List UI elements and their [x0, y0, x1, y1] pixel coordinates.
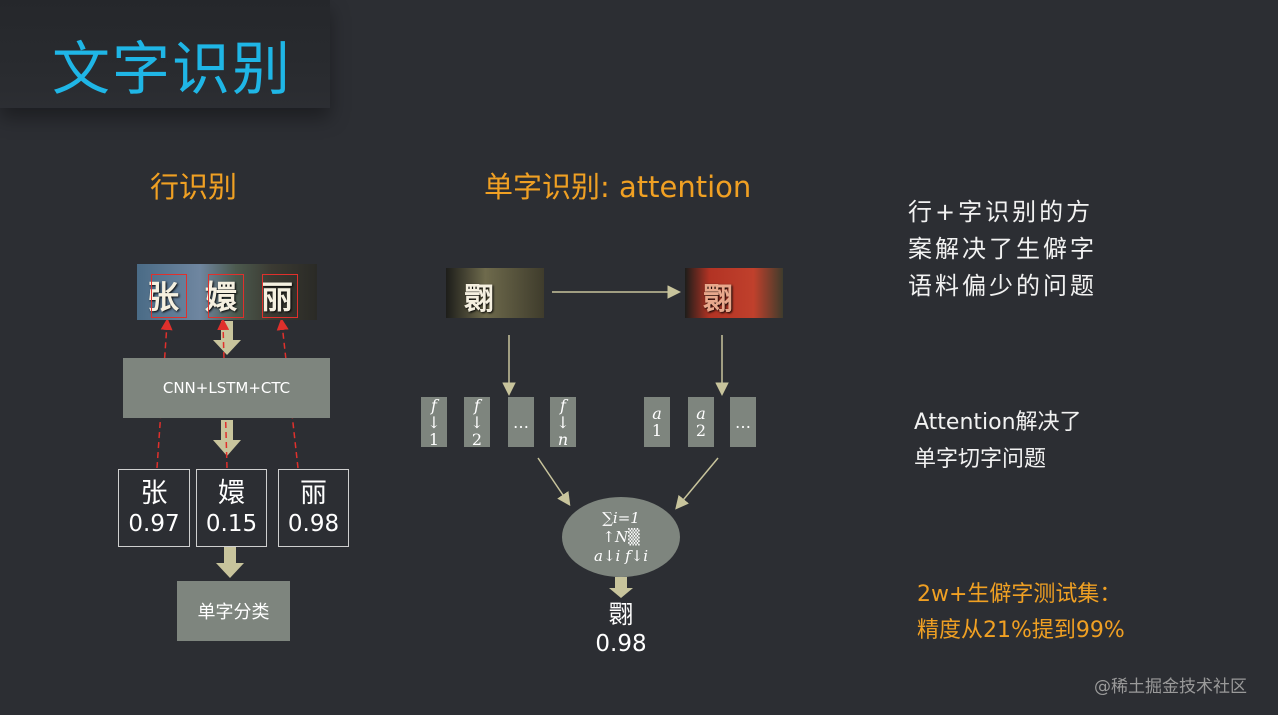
attention-result: 翾 0.98: [588, 600, 654, 658]
note-line: Attention解决了: [914, 410, 1082, 435]
line-recognition-heading: 行识别: [150, 170, 238, 204]
candidate-score: 0.98: [287, 511, 340, 537]
feature-index: 2: [471, 429, 483, 449]
result-char: 翾: [608, 600, 634, 629]
candidate-score: 0.15: [205, 511, 258, 537]
feature-index: 1: [428, 429, 440, 449]
candidate-char: 嬛: [218, 478, 245, 509]
slide-title: 文字识别: [52, 35, 293, 103]
feature-sym: f: [431, 395, 437, 415]
attention-sym: a: [652, 404, 662, 423]
classifier-box: 单字分类: [177, 581, 290, 641]
char-attention-image: 翾: [685, 268, 783, 318]
note-line: 精度从21%提到99%: [917, 618, 1125, 643]
title-bar: [0, 0, 330, 108]
note-accuracy: 2w+生僻字测试集： 精度从21%提到99%: [917, 577, 1125, 649]
attention-index: 1: [651, 421, 663, 440]
feature-arrow: ↓: [427, 412, 441, 432]
model-box: CNN+LSTM+CTC: [123, 358, 330, 418]
formula-line-3: a↓i f↓i: [594, 546, 648, 565]
result-score: 0.98: [595, 631, 647, 657]
char-recognition-heading: 单字识别: attention: [484, 170, 752, 204]
feature-sym: f: [474, 395, 480, 415]
note-attention: Attention解决了 单字切字问题: [914, 404, 1082, 478]
candidate-box-3: 丽 0.98: [278, 469, 349, 547]
feature-f2: f ↓ 2: [464, 395, 490, 449]
attention-sym: a: [696, 404, 706, 423]
candidate-score: 0.97: [128, 511, 180, 537]
feature-sym: f: [560, 395, 566, 415]
strip-char-2: 嬛: [205, 278, 238, 316]
char-bbox-3: [262, 274, 298, 318]
input-char: 翾: [464, 282, 494, 317]
thin-arrows: [502, 285, 729, 510]
attention-a2: a 2: [688, 397, 714, 447]
note-line: 行+字识别的方: [908, 198, 1094, 226]
note-hybrid-approach: 行+字识别的方 案解决了生僻字 语料偏少的问题: [908, 194, 1097, 305]
feature-arrow: ↓: [470, 412, 484, 432]
attention-index: …: [735, 412, 751, 432]
feature-f1: f ↓ 1: [421, 395, 447, 449]
formula-line-1: ∑i=1: [602, 508, 640, 527]
weighted-sum-ellipse: ∑i=1 ↑N▒ a↓i f↓i: [562, 497, 680, 577]
note-line: 2w+生僻字测试集：: [917, 582, 1122, 607]
char-input-image: 翾: [446, 268, 544, 318]
attention-ellipsis: …: [730, 397, 756, 447]
note-line: 案解决了生僻字: [908, 235, 1097, 263]
candidate-char: 张: [140, 478, 168, 509]
attention-a1: a 1: [644, 397, 670, 447]
candidate-box-1: 张 0.97: [118, 469, 190, 547]
attended-char: 翾: [703, 282, 733, 317]
note-line: 单字切字问题: [914, 447, 1047, 472]
feature-fn: f ↓ n: [550, 395, 576, 449]
feature-ellipsis: …: [508, 397, 534, 447]
strip-char-3: 丽: [261, 278, 294, 316]
candidate-char: 丽: [300, 478, 327, 509]
block-arrows: [213, 321, 633, 598]
char-bbox-1: [151, 274, 187, 318]
candidate-box-2: 嬛 0.15: [196, 469, 267, 547]
line-text-image: 张 嬛 丽: [137, 264, 317, 320]
watermark: @稀土掘金技术社区: [1094, 677, 1247, 697]
feature-arrow: …: [513, 412, 529, 432]
strip-char-1: 张: [147, 278, 180, 316]
feature-index: n: [557, 429, 569, 449]
char-bbox-2: [208, 274, 244, 318]
formula-line-2: ↑N▒: [602, 527, 640, 546]
feature-arrow: ↓: [556, 412, 570, 432]
attention-index: 2: [695, 421, 707, 440]
note-line: 语料偏少的问题: [908, 272, 1097, 300]
